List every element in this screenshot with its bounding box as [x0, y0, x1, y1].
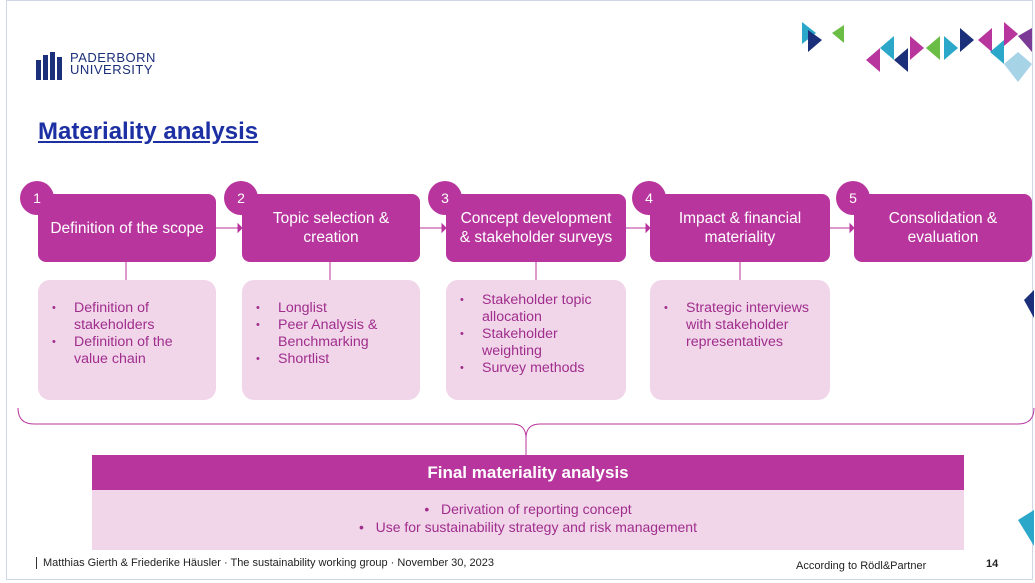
- step-box-2: Topic selection & creation: [242, 194, 420, 262]
- logo-line1: PADERBORN: [70, 50, 156, 65]
- step-details-4: Strategic interviews with stakeholder re…: [650, 280, 830, 400]
- detail-item: Stakeholder weighting: [460, 326, 616, 360]
- final-item-text: Use for sustainability strategy and risk…: [375, 519, 697, 535]
- final-item: • Use for sustainability strategy and ri…: [359, 519, 697, 535]
- detail-item: Shortlist: [256, 351, 410, 368]
- final-item-text: Derivation of reporting concept: [440, 501, 632, 517]
- detail-item: Longlist: [256, 300, 410, 317]
- university-name: PADERBORN UNIVERSITY: [70, 50, 156, 77]
- page-title: Materiality analysis: [38, 118, 259, 145]
- step-box-1: Definition of the scope: [38, 194, 216, 262]
- source-note: According to Rödl&Partner: [796, 560, 927, 572]
- final-item: • Derivation of reporting concept: [424, 501, 632, 517]
- step-details-3: Stakeholder topic allocation Stakeholder…: [446, 280, 626, 400]
- step-number-4: 4: [632, 181, 666, 215]
- step-number-5: 5: [836, 181, 870, 215]
- detail-item: Survey methods: [460, 360, 616, 377]
- step-label: Topic selection & creation: [272, 210, 390, 246]
- step-details-2: Longlist Peer Analysis & Benchmarking Sh…: [242, 280, 420, 400]
- detail-item: Definition of the value chain: [52, 334, 206, 368]
- step-box-4: Impact & financial materiality: [650, 194, 830, 262]
- university-logo-icon: [36, 52, 62, 80]
- logo-line2: UNIVERSITY: [70, 62, 154, 77]
- detail-item: Strategic interviews with stakeholder re…: [664, 300, 820, 351]
- step-number-3: 3: [428, 181, 462, 215]
- footer-text: Matthias Gierth & Friederike Häusler · T…: [36, 557, 494, 569]
- detail-item: Definition of stakeholders: [52, 300, 206, 334]
- final-analysis-details: • Derivation of reporting concept • Use …: [92, 490, 964, 550]
- step-label: Concept development & stakeholder survey…: [459, 210, 613, 246]
- step-number-1: 1: [20, 181, 54, 215]
- page-number: 14: [986, 558, 999, 570]
- step-label: Consolidation & evaluation: [888, 210, 998, 246]
- step-number-2: 2: [224, 181, 258, 215]
- step-box-3: Concept development & stakeholder survey…: [446, 194, 626, 262]
- step-label: Definition of the scope: [50, 219, 204, 237]
- final-analysis-title: Final materiality analysis: [92, 455, 964, 490]
- detail-item: Stakeholder topic allocation: [460, 292, 616, 326]
- detail-item: Peer Analysis & Benchmarking: [256, 317, 410, 351]
- step-details-1: Definition of stakeholders Definition of…: [38, 280, 216, 400]
- step-box-5: Consolidation & evaluation: [854, 194, 1032, 262]
- step-label: Impact & financial materiality: [678, 210, 802, 246]
- slide-frame: [6, 0, 1033, 580]
